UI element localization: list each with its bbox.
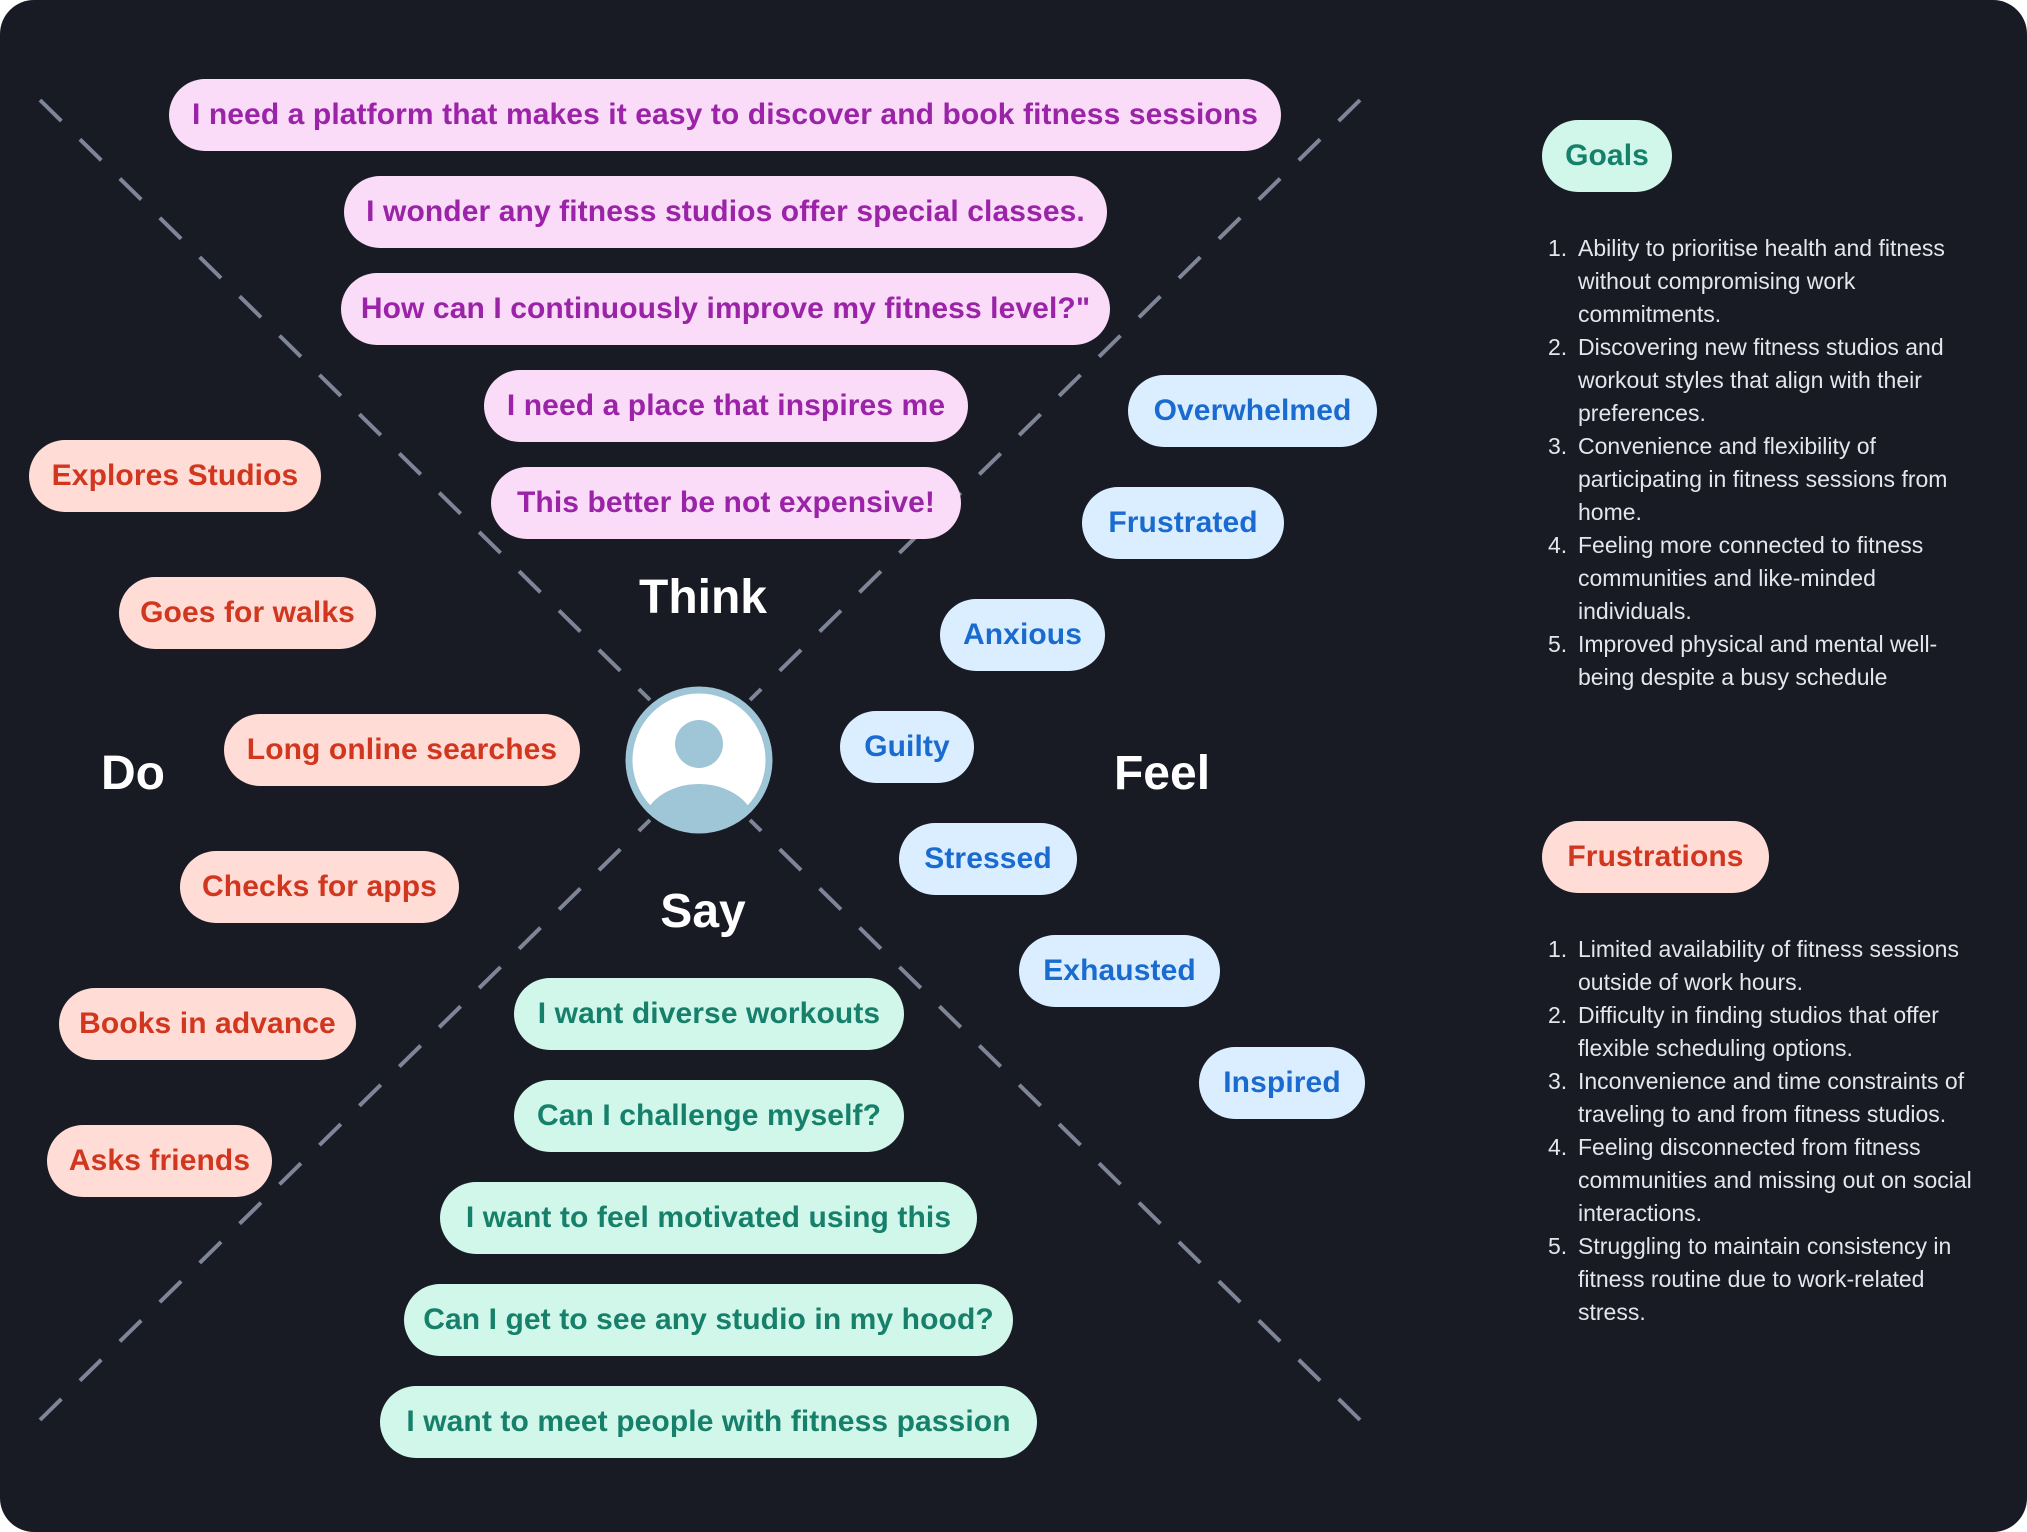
frustrations-title: Frustrations	[1542, 821, 1769, 893]
think-note: This better be not expensive!	[491, 467, 961, 539]
user-avatar-icon	[625, 686, 773, 834]
quadrant-label-feel: Feel	[1113, 747, 1211, 800]
do-note: Goes for walks	[119, 577, 376, 649]
goal-item: 1.Ability to prioritise health and fitne…	[1548, 235, 1945, 327]
goals-title: Goals	[1542, 120, 1672, 192]
feel-note: Anxious	[940, 599, 1105, 671]
feel-note: Stressed	[899, 823, 1077, 895]
frustration-item: 2.Difficulty in finding studios that off…	[1548, 1002, 1939, 1061]
feel-note: Guilty	[840, 711, 974, 783]
goal-item: 5.Improved physical and mental well-bein…	[1548, 631, 1938, 690]
goal-item: 4.Feeling more connected to fitness comm…	[1548, 532, 1924, 624]
think-note: How can I continuously improve my fitnes…	[341, 273, 1110, 345]
frustrations-list: 1.Limited availability of fitness sessio…	[1548, 933, 1978, 1329]
feel-note: Frustrated	[1082, 487, 1284, 559]
say-note: Can I challenge myself?	[514, 1080, 904, 1152]
frustration-item: 3.Inconvenience and time constraints of …	[1548, 1068, 1965, 1127]
feel-note: Exhausted	[1019, 935, 1220, 1007]
quadrant-label-think: Think	[639, 571, 767, 624]
feel-note: Overwhelmed	[1128, 375, 1377, 447]
do-note: Asks friends	[47, 1125, 272, 1197]
feel-note: Inspired	[1199, 1047, 1365, 1119]
goals-list: 1.Ability to prioritise health and fitne…	[1548, 232, 1978, 694]
do-note: Explores Studios	[29, 440, 321, 512]
goal-item: 2.Discovering new fitness studios and wo…	[1548, 334, 1944, 426]
think-note: I wonder any fitness studios offer speci…	[344, 176, 1107, 248]
frustration-item: 5.Struggling to maintain consistency in …	[1548, 1233, 1952, 1325]
goal-item: 3.Convenience and flexibility of partici…	[1548, 433, 1948, 525]
do-note: Books in advance	[59, 988, 356, 1060]
say-note: I want to meet people with fitness passi…	[380, 1386, 1037, 1458]
frustration-item: 4.Feeling disconnected from fitness comm…	[1548, 1134, 1972, 1226]
say-note: I want diverse workouts	[514, 978, 904, 1050]
say-note: I want to feel motivated using this	[440, 1182, 977, 1254]
think-note: I need a platform that makes it easy to …	[169, 79, 1281, 151]
do-note: Long online searches	[224, 714, 580, 786]
quadrant-label-do: Do	[101, 747, 165, 800]
say-note: Can I get to see any studio in my hood?	[404, 1284, 1013, 1356]
frustration-item: 1.Limited availability of fitness sessio…	[1548, 936, 1959, 995]
do-note: Checks for apps	[180, 851, 459, 923]
think-note: I need a place that inspires me	[484, 370, 968, 442]
quadrant-label-say: Say	[660, 885, 746, 938]
